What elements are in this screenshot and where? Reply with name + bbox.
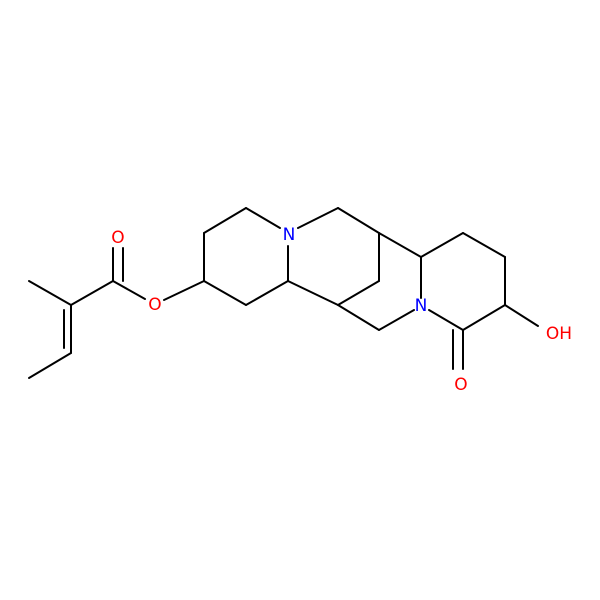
bond <box>420 232 464 258</box>
bond <box>462 232 506 258</box>
hydroxyl-label: OH <box>546 324 572 344</box>
bond <box>337 280 380 306</box>
lactam-nitrogen-label: N <box>415 296 428 316</box>
atom-label-layer: O O N N O OH <box>111 225 572 395</box>
bond <box>337 207 380 234</box>
bond <box>245 207 281 229</box>
ester-carbonyl-oxygen-label: O <box>111 228 124 248</box>
bond <box>163 280 205 301</box>
bond <box>203 280 247 306</box>
bond-layer <box>28 207 539 379</box>
bond <box>462 304 506 331</box>
bond <box>337 304 380 331</box>
bond <box>112 280 146 300</box>
amine-nitrogen-label: N <box>283 225 296 245</box>
bond <box>378 232 422 258</box>
bond <box>378 309 415 331</box>
bond <box>245 280 289 306</box>
bond <box>428 309 464 331</box>
ester-oxygen-label: O <box>148 295 161 315</box>
bond <box>28 352 72 379</box>
bond <box>28 280 72 306</box>
bond <box>70 280 114 306</box>
bond <box>203 207 247 234</box>
bond <box>287 280 339 306</box>
bond <box>504 304 539 327</box>
bond <box>297 207 339 229</box>
lactam-carbonyl-oxygen-label: O <box>454 375 467 395</box>
